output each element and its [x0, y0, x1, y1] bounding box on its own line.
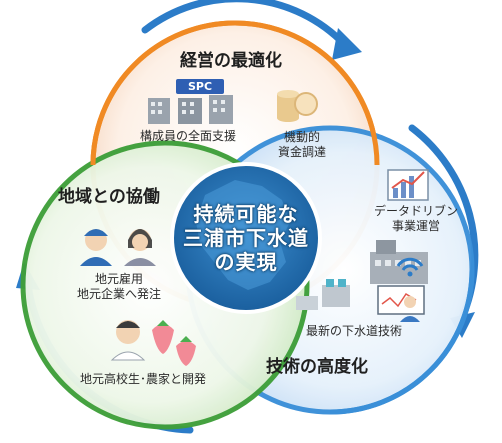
strawberry-icon — [152, 320, 196, 366]
student-farmer-label: 地元高校生･農家と開発 — [80, 372, 207, 386]
local-employment-line2: 地元企業へ発注 — [76, 287, 161, 301]
wifi-icon — [396, 257, 424, 277]
region-title: 地域との協働 — [58, 187, 160, 207]
local-employment-label: 地元雇用 地元企業へ発注 — [64, 272, 174, 302]
funding-label: 機動的 資金調達 — [278, 130, 326, 160]
latest-tech-label: 最新の下水道技術 — [306, 324, 403, 338]
center-line1: 持続可能な — [193, 202, 299, 226]
management-title: 経営の最適化 — [180, 51, 282, 71]
student-person-icon — [110, 320, 146, 361]
data-driven-label: データドリブン 事業運営 — [368, 204, 464, 234]
rotation-arrowhead-top — [332, 28, 362, 60]
local-employment-line1: 地元雇用 — [94, 272, 143, 286]
factory-icon — [370, 240, 428, 284]
funding-label-line1: 機動的 — [283, 130, 320, 144]
data-driven-line2: 事業運営 — [391, 219, 440, 233]
map-silhouette — [196, 180, 290, 290]
equipment-icon — [296, 279, 350, 310]
center-line3: の実現 — [214, 250, 278, 274]
chart-icon — [387, 169, 429, 201]
technology-title: 技術の高度化 — [266, 357, 368, 377]
worker-person-icon — [80, 229, 112, 266]
monitor-worker-icon — [377, 285, 425, 322]
funding-label-line2: 資金調達 — [278, 145, 327, 159]
coins-icon — [277, 90, 318, 122]
spc-badge: SPC — [176, 79, 225, 94]
rotation-arrow-top — [141, 0, 349, 49]
building-icons — [148, 95, 233, 124]
woman-person-icon — [124, 229, 156, 266]
center-line2: 三浦市下水道 — [183, 226, 309, 250]
data-driven-line1: データドリブン — [373, 204, 458, 218]
center-goal-text: 持続可能な 三浦市下水道 の実現 — [180, 202, 312, 274]
member-support-label: 構成員の全面支援 — [140, 129, 237, 143]
